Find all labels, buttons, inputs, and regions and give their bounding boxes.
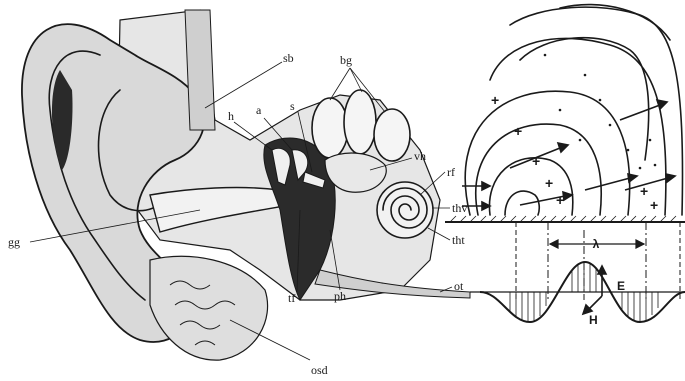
label-tf: tf bbox=[288, 291, 295, 305]
label-ph: ph bbox=[334, 289, 346, 303]
label-h: h bbox=[228, 109, 234, 123]
plus-sign-2: + bbox=[514, 123, 522, 139]
label-sb: sb bbox=[283, 51, 294, 65]
charge-signs: + + + + + + + bbox=[491, 92, 658, 213]
label-gg: gg bbox=[8, 235, 20, 249]
semicircular-canal-3 bbox=[374, 109, 410, 161]
plus-sign-6: + bbox=[640, 183, 648, 199]
field-loop-1 bbox=[505, 191, 539, 215]
e-h-vectors bbox=[583, 266, 606, 314]
field-line-diagram: + + + + + + + λ bbox=[445, 5, 685, 327]
label-lambda: λ bbox=[593, 237, 600, 251]
label-H: H bbox=[589, 313, 598, 327]
label-osd: osd bbox=[311, 363, 328, 377]
plus-sign-4: + bbox=[545, 175, 553, 191]
label-vh: vh bbox=[414, 149, 426, 163]
plus-sign-7: + bbox=[650, 197, 658, 213]
plus-sign-1: + bbox=[491, 92, 499, 108]
label-ot: ot bbox=[454, 279, 464, 293]
label-a: a bbox=[256, 103, 262, 117]
plus-sign-3: + bbox=[532, 153, 540, 169]
field-loop-7 bbox=[520, 38, 649, 160]
label-tht: tht bbox=[452, 233, 465, 247]
wave-guides bbox=[516, 222, 680, 300]
semicircular-canal-2 bbox=[344, 90, 376, 154]
label-E: E bbox=[617, 279, 625, 293]
skull-column bbox=[185, 10, 215, 130]
label-thv: thv bbox=[452, 201, 467, 215]
label-s: s bbox=[290, 99, 295, 113]
ear-illustration bbox=[22, 10, 470, 360]
semicircular-canal-1 bbox=[312, 98, 348, 158]
label-rf: rf bbox=[447, 165, 455, 179]
label-bg: bg bbox=[340, 53, 352, 67]
plus-sign-5: + bbox=[556, 192, 564, 208]
